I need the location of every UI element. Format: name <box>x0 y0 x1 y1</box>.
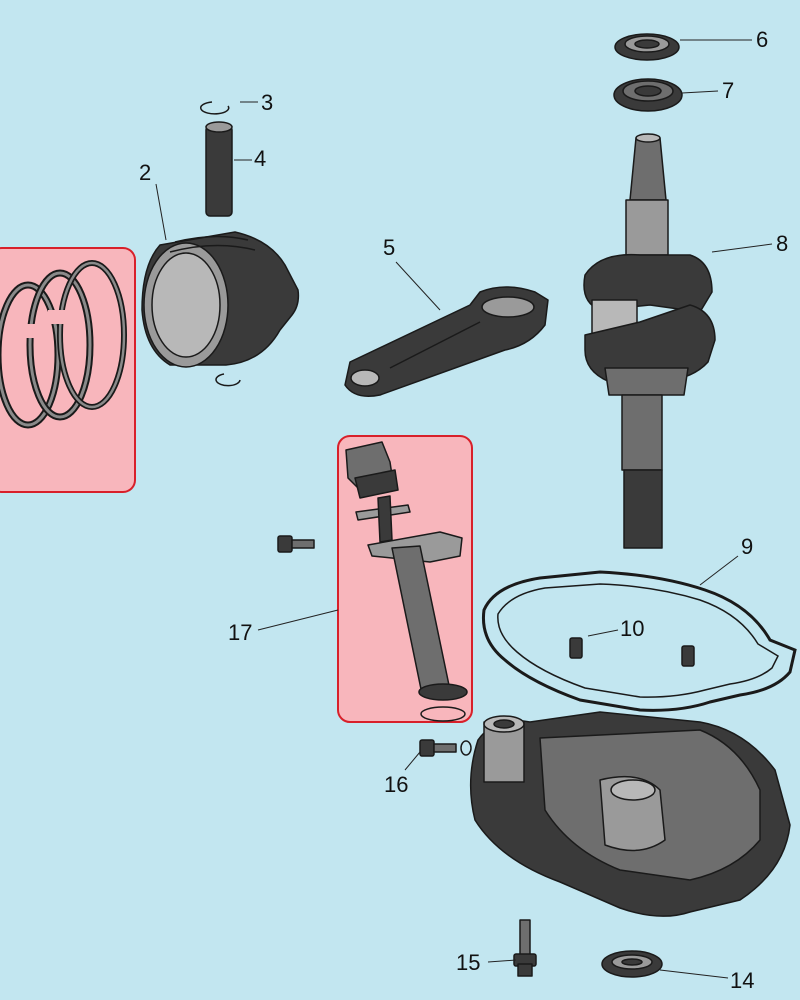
leader-lines <box>155 39 773 979</box>
governor-assembly[interactable] <box>345 441 468 722</box>
oil-seal[interactable] <box>614 33 680 61</box>
callout-7: 7 <box>722 78 734 103</box>
callout-10: 10 <box>620 616 644 641</box>
piston-rings[interactable] <box>0 260 127 429</box>
piston-pin-clip-bottom[interactable] <box>215 373 241 387</box>
dowel-pin-left[interactable] <box>569 637 583 659</box>
crankcase-cover[interactable] <box>469 711 791 917</box>
bolt-upper[interactable] <box>277 535 315 553</box>
bearing[interactable] <box>613 78 683 112</box>
oil-seal-lower[interactable] <box>601 950 663 978</box>
piston-pin-clip-top[interactable] <box>199 101 230 115</box>
callout-2: 2 <box>139 160 151 185</box>
callout-labels: 2 3 4 5 6 7 8 9 10 14 15 16 17 <box>139 27 788 993</box>
connecting-rod[interactable] <box>344 286 549 397</box>
callout-5: 5 <box>383 235 395 260</box>
crankshaft[interactable] <box>583 133 716 549</box>
bolt-16[interactable] <box>419 739 472 757</box>
piston-pin[interactable] <box>205 121 233 217</box>
dowel-pin-right[interactable] <box>681 645 695 667</box>
callout-4: 4 <box>254 146 266 171</box>
piston[interactable] <box>141 231 300 368</box>
callout-15: 15 <box>456 950 480 975</box>
callout-17: 17 <box>228 620 252 645</box>
callout-8: 8 <box>776 231 788 256</box>
callout-3: 3 <box>261 90 273 115</box>
callout-14: 14 <box>730 968 754 993</box>
callout-16: 16 <box>384 772 408 797</box>
bolt-15[interactable] <box>513 919 537 977</box>
gasket[interactable] <box>481 570 797 712</box>
callout-9: 9 <box>741 534 753 559</box>
callout-6: 6 <box>756 27 768 52</box>
